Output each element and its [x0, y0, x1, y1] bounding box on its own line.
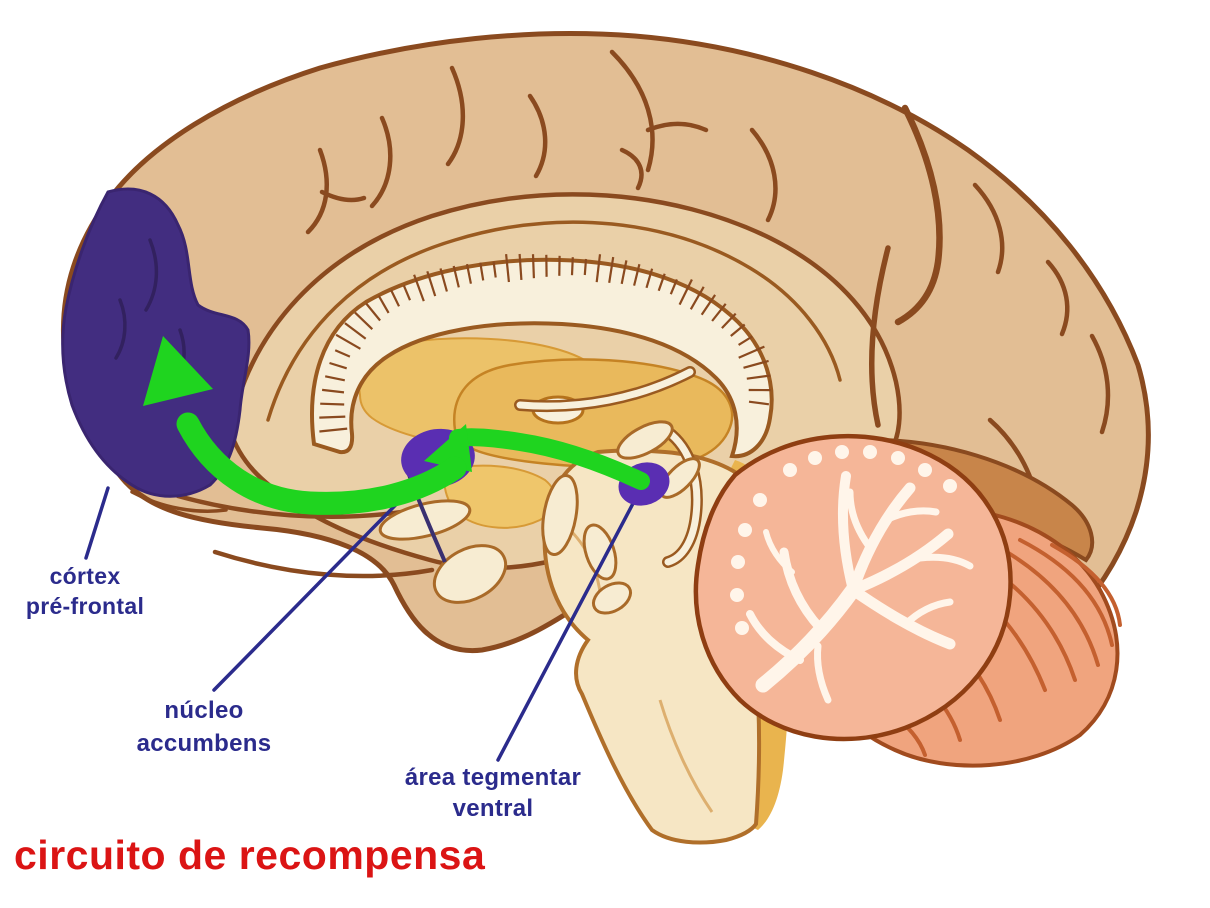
label-prefrontal-cortex: córtex pré-frontal: [0, 561, 170, 621]
corpus-callosum-hatching: [319, 253, 771, 433]
label-prefrontal-cortex-line1: córtex: [49, 563, 121, 589]
corpus-callosum-band: [310, 257, 774, 459]
leader-line-nucleus-accumbens: [212, 474, 426, 692]
label-nucleus-accumbens-line2: accumbens: [136, 730, 272, 757]
arbor-vitae: [746, 471, 974, 704]
corpus-callosum: [310, 253, 774, 459]
arbor-vitae-edge-lobules: [730, 445, 957, 635]
leader-line-prefrontal-cortex: [84, 486, 110, 560]
label-prefrontal-cortex-line2: pré-frontal: [25, 593, 145, 619]
label-ventral-tegmental-area-line1: área tegmentar: [404, 764, 582, 791]
leader-lines: [84, 474, 640, 762]
label-ventral-tegmental-area: área tegmentar ventral: [375, 762, 611, 824]
cerebellum: [693, 433, 1122, 768]
label-ventral-tegmental-area-line2: ventral: [452, 795, 534, 822]
label-nucleus-accumbens-line1: núcleo: [164, 697, 244, 724]
diagram-title: circuito de recompensa: [14, 832, 486, 878]
label-nucleus-accumbens: núcleo accumbens: [104, 694, 304, 760]
leader-line-ventral-tegmental-area: [496, 492, 640, 762]
arrow-nucleus-accumbens-to-prefrontal-cortex: [143, 336, 467, 515]
